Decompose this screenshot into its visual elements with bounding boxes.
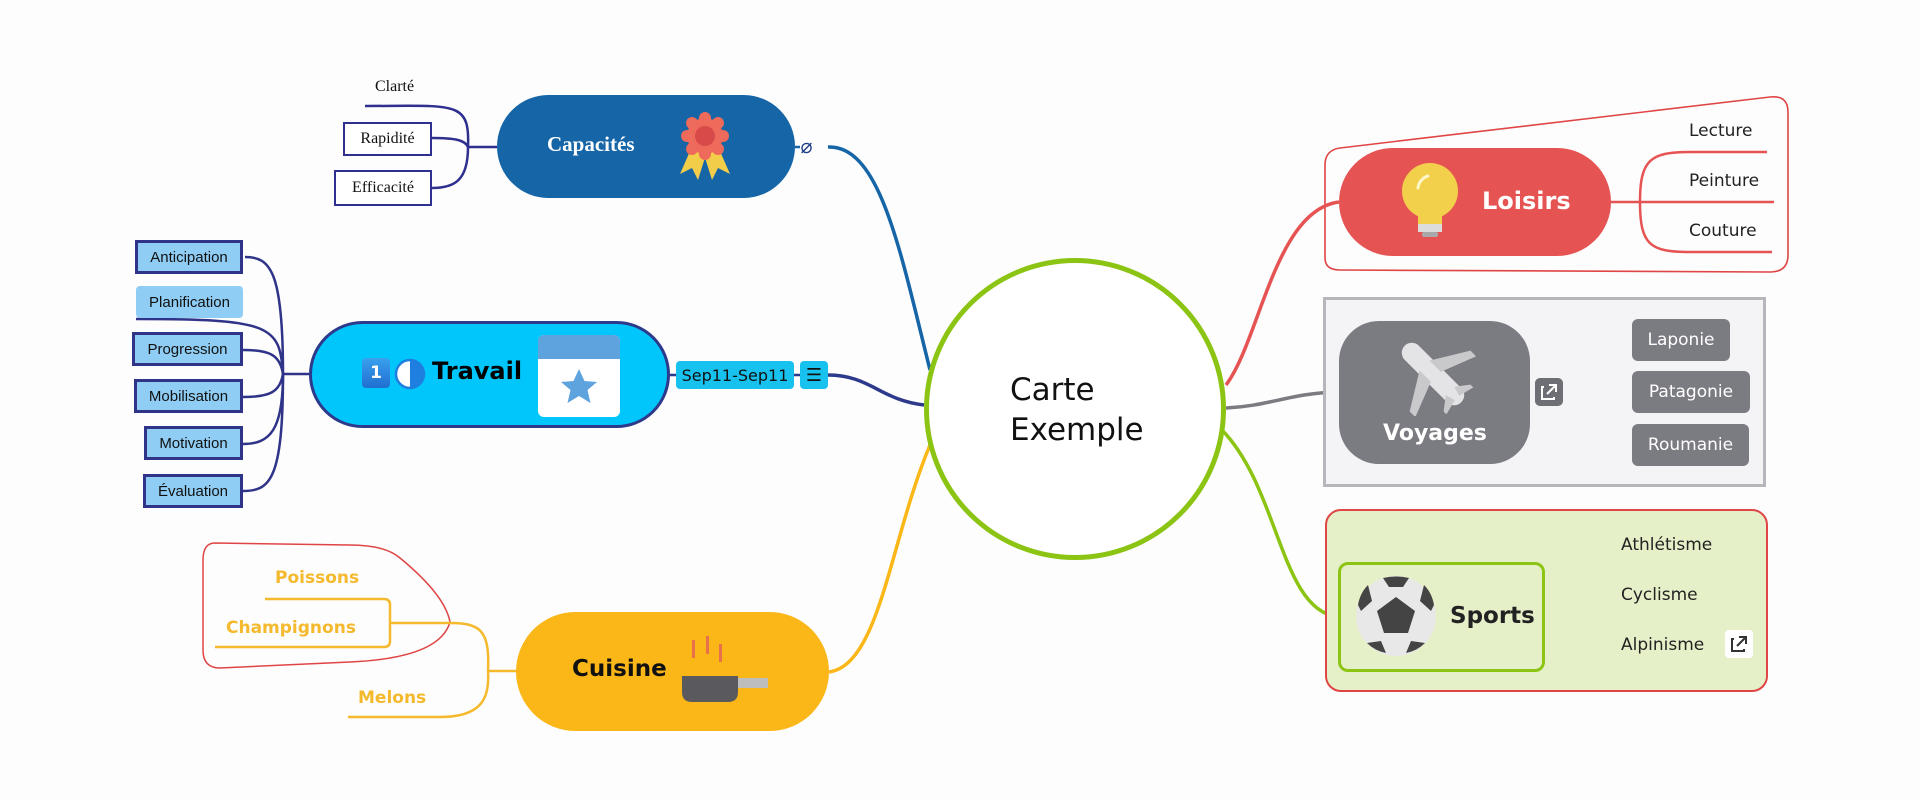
central-topic[interactable] — [924, 258, 1226, 560]
line-loisirs — [1224, 200, 1340, 387]
travail-child-anticipation[interactable]: Anticipation — [135, 240, 243, 274]
topic-loisirs-label: Loisirs — [1482, 187, 1571, 215]
loisirs-child-peinture[interactable]: Peinture — [1689, 171, 1760, 191]
loisirs-child-lecture[interactable]: Lecture — [1689, 121, 1753, 141]
line-lois-couture — [1638, 201, 1772, 254]
topic-sports-label: Sports — [1450, 603, 1535, 629]
central-line1: Carte — [1010, 372, 1095, 408]
line-travail — [827, 373, 925, 407]
cuisine-child-melons[interactable]: Melons — [358, 688, 427, 708]
line-cap-clarte — [364, 104, 470, 148]
voyages-child-patagonie[interactable]: Patagonie — [1632, 371, 1750, 413]
lightbulb-icon — [1402, 163, 1458, 237]
central-line2: Exemple — [1010, 412, 1144, 448]
travail-child-planification[interactable]: Planification — [136, 286, 243, 318]
cuisine-child-champignons[interactable]: Champignons — [226, 618, 356, 638]
line-cuisine — [828, 444, 932, 674]
topic-voyages[interactable] — [1339, 321, 1530, 464]
travail-child-mobilisation[interactable]: Mobilisation — [134, 379, 243, 413]
calendar-star-icon — [538, 335, 620, 417]
sports-child-alpinisme[interactable]: Alpinisme — [1621, 635, 1705, 655]
central-topic-label: Carte Exemple — [1010, 370, 1144, 450]
date-range-tag[interactable]: Sep11-Sep11 — [676, 361, 794, 389]
line-trav-2 — [135, 317, 285, 375]
travail-child-motivation[interactable]: Motivation — [144, 426, 243, 460]
line-cuis-group — [390, 621, 490, 672]
frying-pan-icon — [682, 636, 768, 702]
line-cuis-champignons — [215, 623, 392, 649]
capacites-child-rapidite[interactable]: Rapidité — [343, 122, 432, 156]
capacites-child-clarte[interactable]: Clarté — [375, 78, 415, 95]
line-trav-3 — [242, 348, 285, 375]
line-sports — [1220, 428, 1339, 619]
priority-1-icon: 1 — [362, 358, 390, 388]
topic-cuisine[interactable] — [516, 612, 829, 731]
topic-cuisine-label: Cuisine — [572, 656, 667, 682]
award-ribbon-icon — [680, 112, 730, 180]
airplane-icon — [1401, 342, 1476, 416]
external-link-icon[interactable] — [1725, 630, 1753, 658]
voyages-child-laponie[interactable]: Laponie — [1632, 319, 1730, 361]
travail-child-progression[interactable]: Progression — [132, 332, 243, 366]
line-capacites — [827, 145, 932, 371]
line-trav-5 — [242, 373, 285, 446]
line-cuis-melons — [348, 670, 490, 719]
line-cuis-poissons — [265, 597, 392, 623]
link-slash-icon[interactable]: ⌀ — [800, 134, 813, 158]
sports-child-athletisme[interactable]: Athlétisme — [1621, 535, 1713, 555]
loisirs-child-couture[interactable]: Couture — [1689, 221, 1757, 241]
topic-voyages-label: Voyages — [1383, 421, 1487, 446]
topic-loisirs[interactable] — [1339, 148, 1611, 256]
topic-travail-label: Travail — [432, 357, 523, 385]
line-cap-rapidite — [431, 136, 470, 148]
line-trav-1 — [244, 255, 285, 375]
capacites-child-efficacite[interactable]: Efficacité — [334, 170, 432, 206]
soccer-ball-icon — [1356, 576, 1436, 656]
line-lois-lecture — [1638, 150, 1767, 203]
cuisine-subgroup-boundary — [202, 542, 451, 669]
line-cap-efficacite — [431, 146, 470, 190]
loisirs-boundary — [1324, 95, 1789, 273]
line-trav-4 — [242, 373, 285, 399]
topic-capacites-label: Capacités — [547, 132, 635, 156]
half-progress-icon — [394, 358, 426, 390]
topic-capacites[interactable] — [497, 95, 795, 198]
travail-child-evaluation[interactable]: Évaluation — [143, 474, 243, 508]
external-link-icon[interactable] — [1535, 378, 1563, 406]
voyages-child-roumanie[interactable]: Roumanie — [1632, 424, 1749, 466]
sports-child-cyclisme[interactable]: Cyclisme — [1621, 585, 1698, 605]
cuisine-child-poissons[interactable]: Poissons — [275, 568, 360, 588]
notes-icon[interactable]: ☰ — [800, 361, 828, 389]
line-trav-6 — [242, 373, 285, 493]
